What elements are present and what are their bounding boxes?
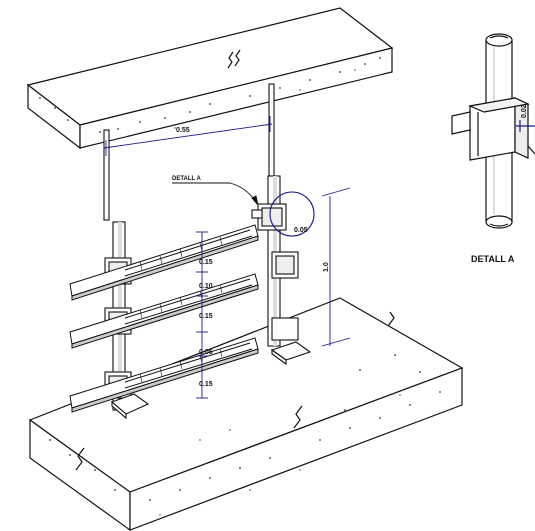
lower-slab-texture: [49, 354, 441, 516]
rail-middle: [69, 273, 259, 349]
dimension-post-height: [321, 187, 351, 347]
dim-rail-gap-3: 0.15: [199, 313, 213, 320]
lower-slab: [28, 297, 464, 531]
dim-rail-gap-1: 0.15: [199, 259, 213, 266]
detail-a-circle: [269, 191, 315, 237]
dimension-top-span-label: 0.55: [176, 127, 190, 134]
upper-slab: [26, 7, 394, 150]
dimension-post-height-label: 1.0: [323, 262, 330, 272]
dimension-top-span: [103, 116, 273, 156]
dimension-rail-stack: [196, 231, 208, 399]
detail-a-clamp: [451, 97, 535, 161]
dim-rail-gap-5: 0.15: [199, 381, 213, 388]
detail-a-title: DETALL A: [471, 254, 515, 264]
rail-bottom: [69, 337, 259, 413]
dim-rail-gap-2: 0.10: [199, 283, 213, 290]
dim-rail-gap-4: 0.05: [199, 349, 213, 356]
detail-callout-label: DETALL A: [172, 176, 202, 182]
dim-clamp-small: 0.05: [294, 227, 308, 234]
dim-detail-small: 0.02: [521, 104, 528, 118]
upper-slab-texture: [39, 57, 381, 137]
detail-callout-leader: [172, 182, 259, 206]
rail-hatching: [139, 236, 223, 383]
rail-top: [69, 224, 259, 301]
right-post: [251, 175, 312, 366]
